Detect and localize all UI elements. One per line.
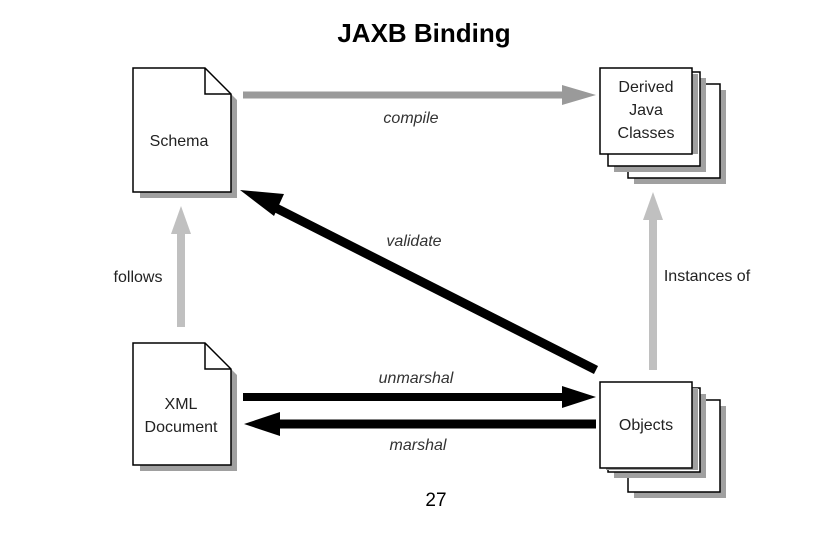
validate-arrow (240, 190, 599, 375)
unmarshal-label: unmarshal (379, 370, 454, 387)
schema-label: Schema (150, 133, 209, 150)
compile-arrow (243, 85, 596, 105)
slide-title: JAXB Binding (337, 18, 511, 48)
page-number: 27 (425, 490, 447, 511)
derived-java-classes-stack: Derived Java Classes (599, 67, 726, 184)
objects-stack: Objects (599, 381, 726, 498)
derived-label-line3: Classes (618, 125, 675, 142)
xml-label-line2: Document (145, 419, 218, 436)
marshal-arrow (244, 412, 596, 436)
xml-label-line1: XML (165, 396, 198, 413)
schema-document: Schema (132, 67, 237, 198)
derived-label-line1: Derived (618, 79, 673, 96)
instances-of-label: Instances of (664, 268, 751, 285)
objects-label: Objects (619, 417, 673, 434)
validate-label: validate (386, 233, 441, 250)
compile-label: compile (383, 110, 438, 127)
marshal-label: marshal (390, 437, 447, 454)
follows-arrow (171, 206, 191, 327)
xml-document: XML Document (132, 342, 237, 471)
instances-of-arrow (643, 192, 663, 370)
unmarshal-arrow (243, 386, 596, 408)
derived-label-line2: Java (629, 102, 663, 119)
follows-label: follows (114, 269, 163, 286)
